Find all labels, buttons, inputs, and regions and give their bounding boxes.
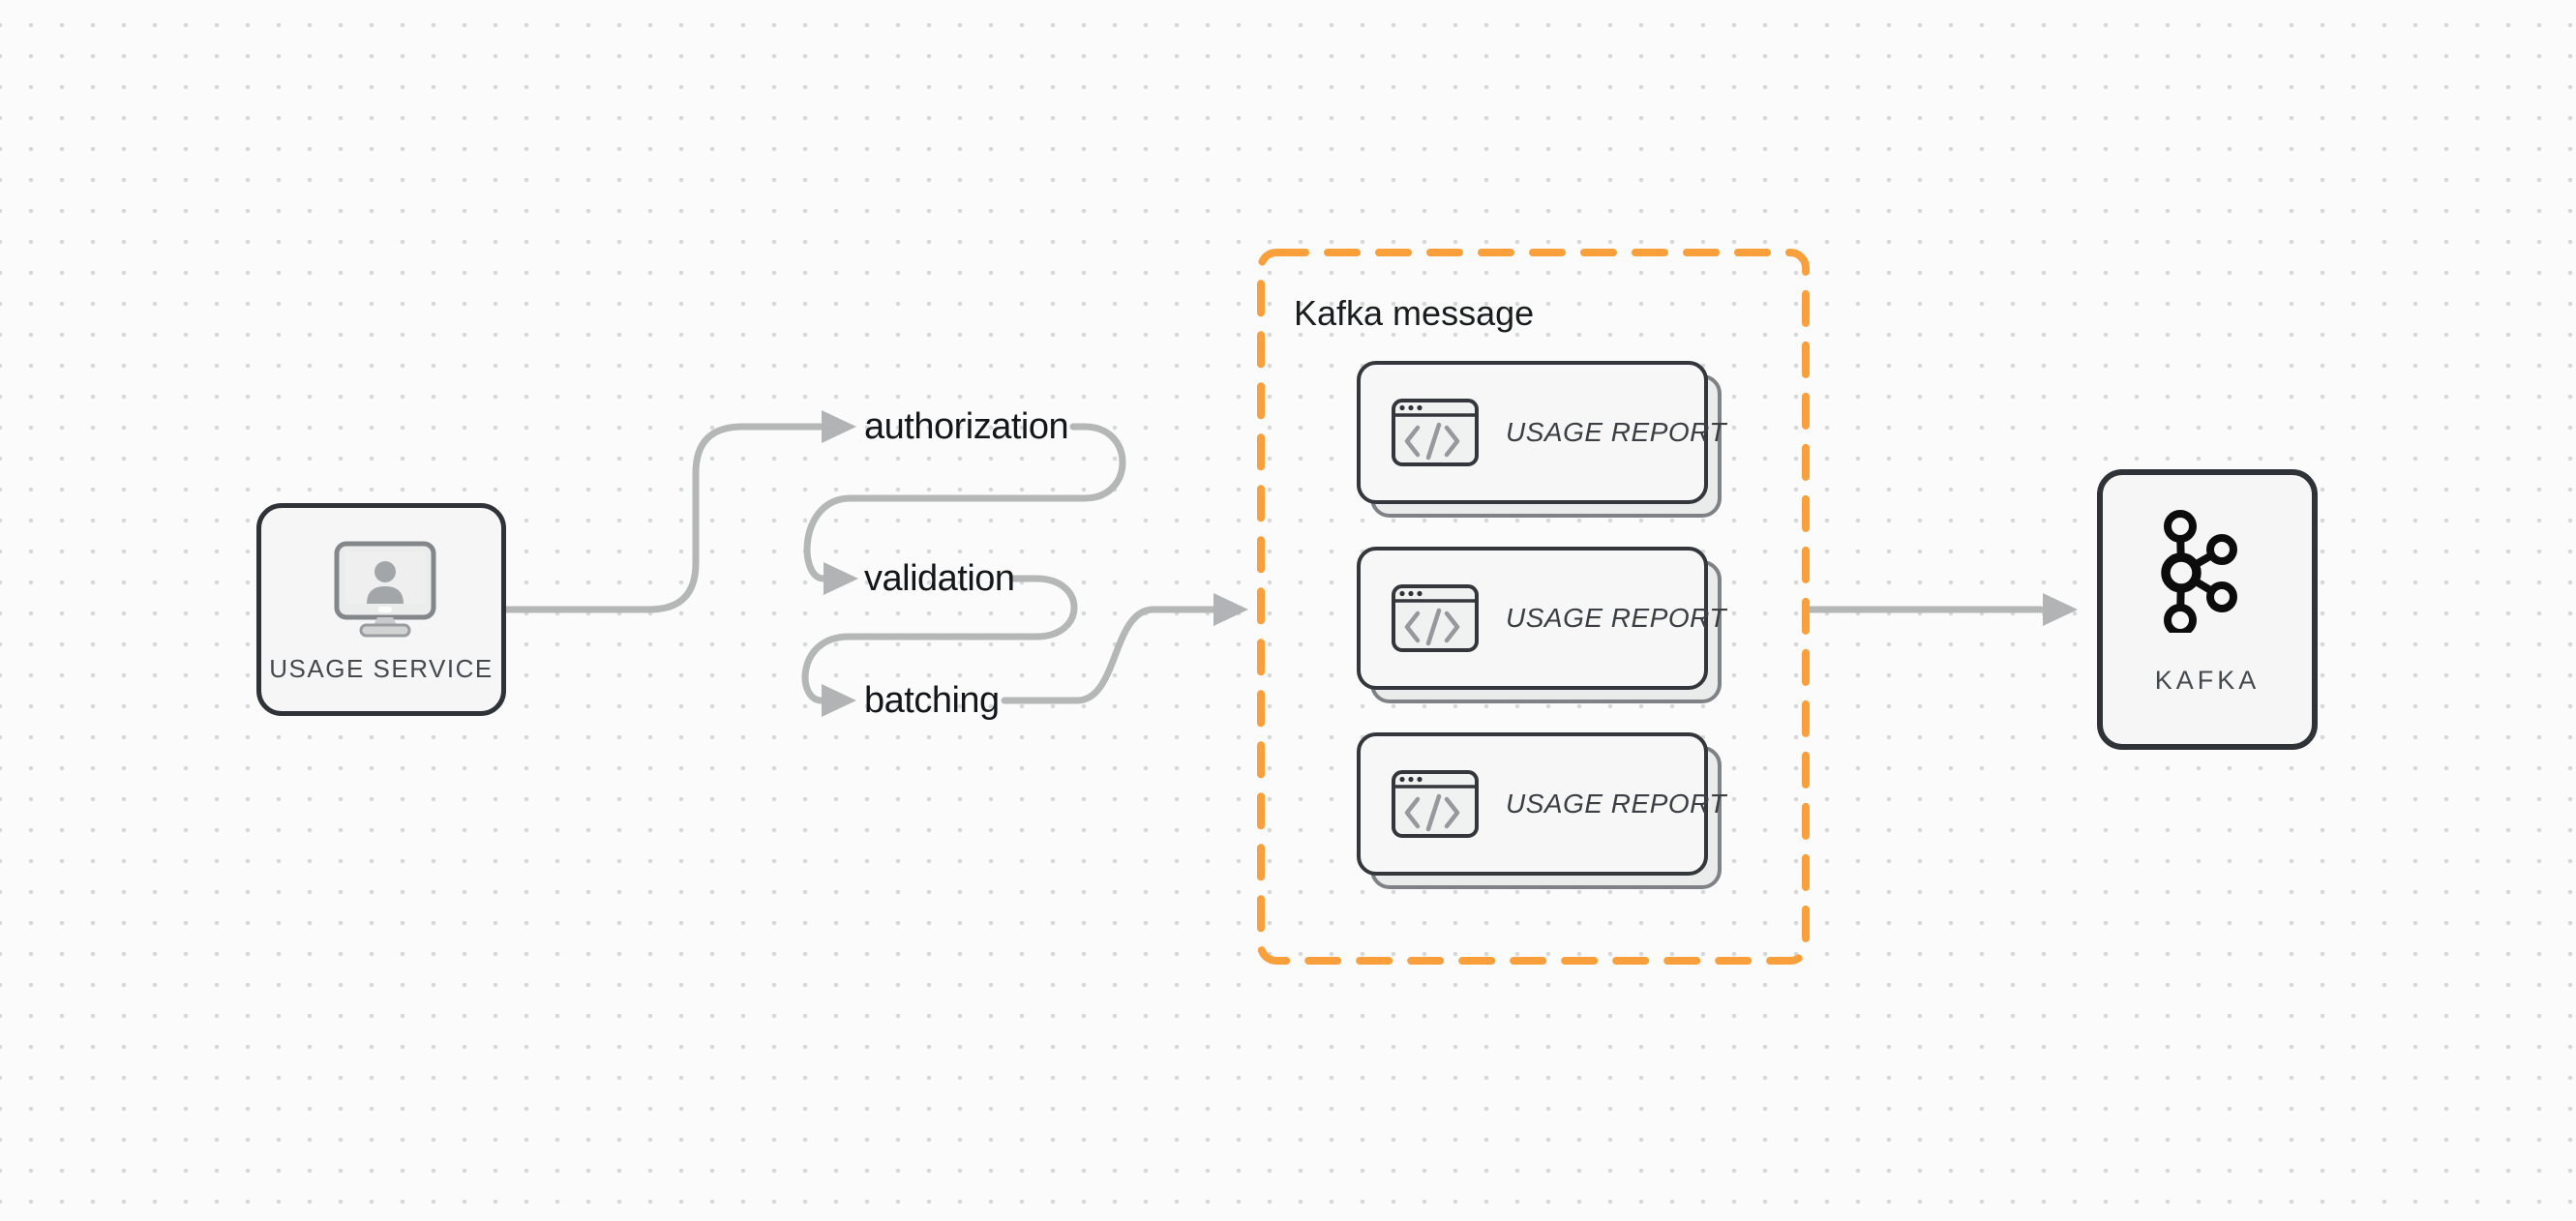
connector-batching-to-group — [1001, 606, 1217, 704]
kafka-message-group-title: Kafka message — [1294, 293, 1535, 333]
card-face: USAGE REPORT — [1357, 732, 1725, 876]
step-label-validation: validation — [864, 558, 1015, 599]
code-window-icon — [1392, 770, 1479, 838]
kafka-label: KAFKA — [2154, 666, 2261, 695]
arrowhead-into-kafka — [2043, 593, 2078, 626]
code-window-icon — [1392, 399, 1479, 466]
usage-report-label: USAGE REPORT — [1506, 603, 1726, 633]
usage-report-card: USAGE REPORT — [1357, 732, 1725, 889]
connector-validation-to-batching — [801, 575, 1078, 704]
usage-service-label: USAGE SERVICE — [269, 654, 494, 683]
kafka-logo-icon — [2161, 510, 2237, 633]
connector-authorization-to-validation — [803, 423, 1126, 582]
step-label-authorization: authorization — [864, 406, 1069, 447]
node-usage-service: USAGE SERVICE — [256, 503, 506, 716]
arrowhead-batching — [822, 684, 856, 717]
usage-report-label: USAGE REPORT — [1506, 417, 1726, 447]
card-face: USAGE REPORT — [1357, 547, 1725, 690]
card-face: USAGE REPORT — [1357, 361, 1725, 504]
kafka-message-group-border — [1257, 249, 1810, 965]
monitor-user-icon — [334, 541, 436, 638]
code-window-icon — [1392, 584, 1479, 652]
usage-report-label: USAGE REPORT — [1506, 789, 1726, 819]
step-label-batching: batching — [864, 680, 1000, 721]
connector-usage-to-authorization — [502, 423, 824, 613]
arrowhead-into-group — [1213, 593, 1248, 626]
arrowhead-validation — [824, 562, 858, 595]
arrowhead-authorization — [822, 410, 856, 443]
usage-report-card: USAGE REPORT — [1357, 361, 1725, 518]
node-kafka: KAFKA — [2097, 469, 2318, 750]
usage-report-card: USAGE REPORT — [1357, 547, 1725, 703]
